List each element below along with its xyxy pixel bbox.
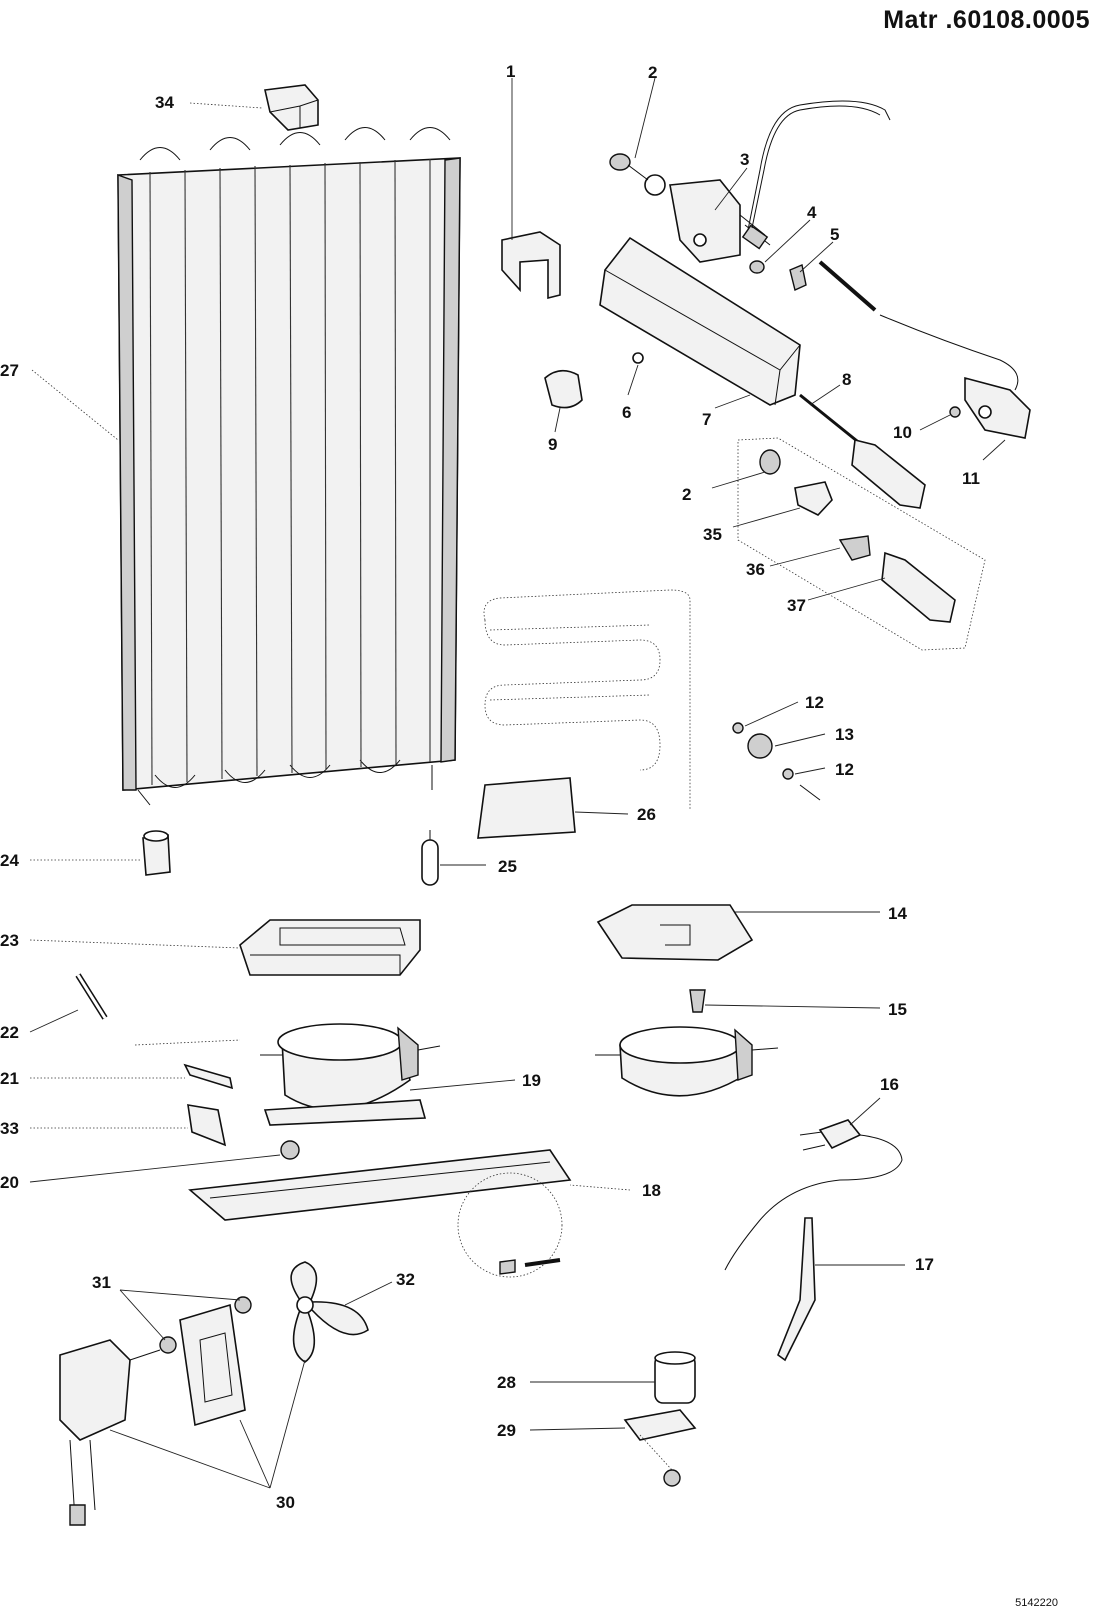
part-32-fan-blade — [290, 1261, 369, 1363]
callout-24: 24 — [0, 851, 19, 870]
part-14-plate — [596, 904, 754, 961]
callout-37: 37 — [787, 596, 806, 615]
part-17-wire — [777, 1217, 816, 1362]
part-34-block — [264, 84, 319, 131]
callout-21: 21 — [0, 1069, 19, 1088]
callout-27: 27 — [0, 361, 19, 380]
part-6-screw — [632, 352, 644, 364]
callout-1: 1 — [506, 62, 515, 81]
part-11-switch — [879, 314, 1031, 439]
condenser-part-27 — [117, 127, 461, 806]
part-13-grommet — [747, 733, 773, 759]
part-10-washer — [949, 406, 961, 418]
nut — [663, 1469, 681, 1487]
part-37-cover — [881, 551, 956, 623]
callout-9: 9 — [548, 435, 557, 454]
part-5-clip — [789, 264, 807, 291]
part-3-thermostat — [669, 179, 771, 263]
thermostat-cable — [747, 100, 891, 231]
evaporator-coil — [483, 589, 691, 810]
callout-13: 13 — [835, 725, 854, 744]
callout-35: 35 — [703, 525, 722, 544]
part-26-plate — [477, 777, 576, 839]
callout-22: 22 — [0, 1023, 19, 1042]
callout-20: 20 — [0, 1173, 19, 1192]
callout-17: 17 — [915, 1255, 934, 1274]
callout-12a: 12 — [805, 693, 824, 712]
part-8-light-cover — [799, 393, 926, 509]
part-2-lamp-top — [609, 153, 666, 196]
part-2-lamp — [759, 449, 781, 475]
callout-6: 6 — [622, 403, 631, 422]
part-21-strap — [183, 1063, 234, 1090]
callout-11: 11 — [962, 469, 980, 488]
part-31-nut-a — [159, 1336, 177, 1354]
callout-33: 33 — [0, 1119, 19, 1138]
part-12-washer-b — [782, 768, 794, 780]
callout-16: 16 — [880, 1075, 899, 1094]
compressor-alt — [595, 1026, 779, 1097]
callout-23: 23 — [0, 931, 19, 950]
callout-26: 26 — [637, 805, 656, 824]
callout-36: 36 — [746, 560, 765, 579]
part-20-grommet — [280, 1140, 300, 1160]
callout-2: 2 — [648, 63, 657, 82]
leader-lines — [29, 77, 1006, 1489]
part-31-nut-b — [234, 1296, 252, 1314]
part-25-drier — [421, 830, 439, 886]
part-30-fan-bracket — [179, 1303, 246, 1427]
callout-4: 4 — [807, 203, 817, 222]
part-19-compressor — [260, 1023, 441, 1126]
callout-29: 29 — [497, 1421, 516, 1440]
callout-34: 34 — [155, 93, 174, 112]
part-30-fan-motor — [59, 1339, 161, 1526]
callout-2b: 2 — [682, 485, 691, 504]
part-28-capacitor — [654, 1351, 696, 1404]
callout-12b: 12 — [835, 760, 854, 779]
part-35-holder — [794, 481, 833, 516]
callout-18: 18 — [642, 1181, 661, 1200]
callout-7: 7 — [702, 410, 711, 429]
part-1-bracket — [501, 231, 561, 300]
page-title: Matr .60108.0005 — [883, 6, 1090, 34]
part-16-power-plug — [724, 1119, 903, 1271]
callout-5: 5 — [830, 225, 839, 244]
part-33-clip — [187, 1104, 227, 1147]
part-15-bolt — [689, 989, 706, 1013]
callout-32: 32 — [396, 1270, 415, 1289]
part-24-filter — [142, 830, 171, 876]
part-12-washer-a — [732, 722, 744, 734]
callout-numbers: 1 2 3 4 5 6 7 8 9 10 11 2 35 36 37 12 13… — [0, 62, 980, 1512]
part-36-clip — [838, 535, 871, 561]
callout-15: 15 — [888, 1000, 907, 1019]
callout-19: 19 — [522, 1071, 541, 1090]
rod — [818, 260, 877, 312]
callout-25: 25 — [498, 857, 517, 876]
callout-3: 3 — [740, 150, 749, 169]
part-18-tray — [188, 1149, 572, 1278]
part-7-thermostat-housing — [599, 236, 801, 406]
part-9-knob — [544, 369, 583, 409]
part-23-compressor-base — [239, 919, 421, 976]
callout-30: 30 — [276, 1493, 295, 1512]
callout-10: 10 — [893, 423, 912, 442]
screw — [799, 784, 821, 801]
callout-31: 31 — [92, 1273, 111, 1292]
alt-parts-inset — [737, 437, 986, 651]
callout-28: 28 — [497, 1373, 516, 1392]
drawing-code: 5142220 — [1015, 1597, 1058, 1609]
part-29-bracket — [623, 1409, 697, 1441]
part-4-nut — [749, 260, 765, 274]
callout-14: 14 — [888, 904, 907, 923]
callout-8: 8 — [842, 370, 851, 389]
